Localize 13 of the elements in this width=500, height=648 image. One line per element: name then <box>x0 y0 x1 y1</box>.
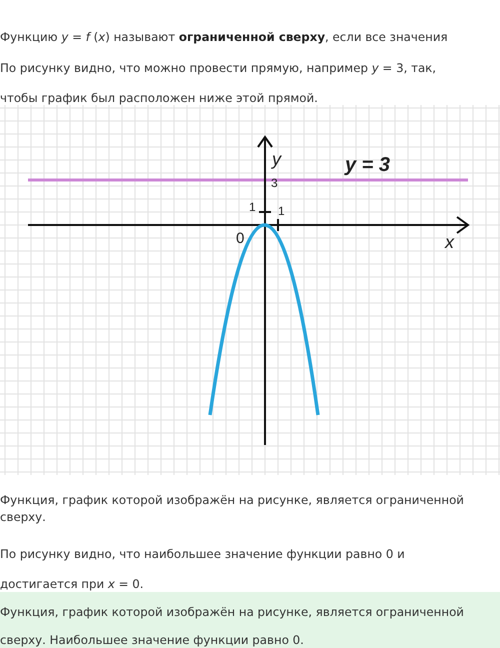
paragraph: По рисунку видно, что наибольшее значение функции равно 0 и достигается при x = 0. <box>0 546 406 593</box>
line-label: y = 3 <box>345 155 390 175</box>
tick-label: 1 <box>278 205 285 217</box>
tick-label: 1 <box>249 201 256 213</box>
axis-label: y <box>272 150 281 168</box>
tick-label: 3 <box>271 177 278 189</box>
paragraph: По рисунку видно, что можно провести прямую, например y = 3, так, чтобы график был расположен ниже этой прямой. <box>0 60 438 107</box>
origin-label: 0 <box>236 231 244 246</box>
answer-text: Функция, график которой изображён на рисунке, является ограниченной сверху. Наибольшее значение функции равно 0. <box>0 604 465 648</box>
paragraph: Функция, график которой изображён на рисунке, является ограниченной сверху. <box>0 492 465 526</box>
axis-label: x <box>445 233 454 251</box>
paragraph: Функцию y = f (x) называют ограниченной сверху, если все значения <box>0 29 449 45</box>
answer-box <box>0 592 500 648</box>
